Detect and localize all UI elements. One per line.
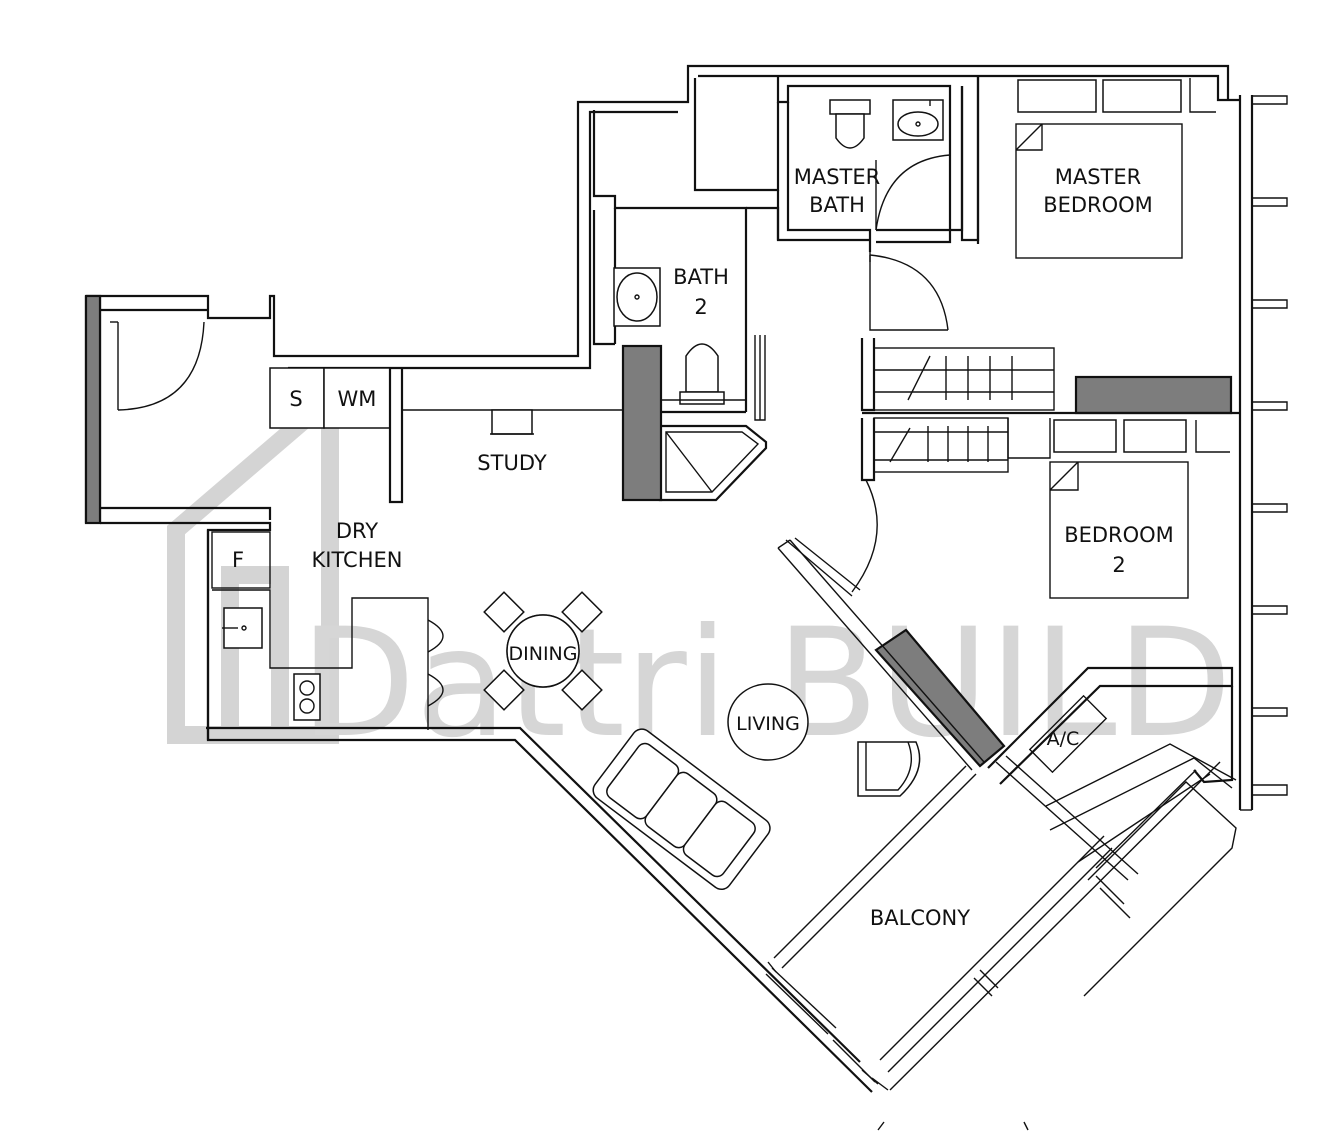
master-bath-label-1: MASTER — [794, 165, 881, 189]
master-bath-label-2: BATH — [809, 193, 865, 217]
partitions — [746, 206, 871, 262]
study-label: STUDY — [477, 451, 547, 475]
ac-unit-icon — [1028, 694, 1108, 774]
ac-label: A/C — [1047, 728, 1080, 750]
sofa-icon — [592, 728, 771, 891]
shelter-label: S — [289, 387, 302, 411]
dining-label: DINING — [509, 643, 578, 665]
sliding-partition — [777, 539, 985, 771]
study: STUDY — [402, 409, 623, 475]
bed-icon — [1049, 461, 1189, 599]
shower-area — [658, 424, 768, 502]
washing-machine-label: WM — [338, 387, 377, 411]
bath-2-label-1: BATH — [673, 265, 729, 289]
dry-kitchen-label-2: KITCHEN — [312, 548, 403, 572]
bottom-mark — [877, 1121, 1029, 1131]
master-bath: MASTER BATH — [693, 76, 964, 252]
structural-column — [874, 628, 1006, 768]
toilet-icon — [829, 99, 871, 115]
fridge-label: F — [232, 548, 244, 572]
balcony-fins — [1252, 95, 1288, 796]
bed-icon — [1015, 123, 1183, 259]
dry-kitchen: F DRY KITCHEN — [206, 519, 444, 740]
entrance-wall — [84, 294, 102, 525]
dry-kitchen-label-1: DRY — [336, 519, 378, 543]
bedroom-2-door — [785, 479, 878, 597]
master-bedroom-door — [860, 254, 949, 412]
watermark: Dattri BUILD — [167, 378, 1232, 771]
bath-2-label-2: 2 — [694, 295, 707, 319]
coffee-table-icon — [727, 683, 809, 761]
living-label: LIVING — [736, 713, 800, 735]
master-bedroom: MASTER BEDROOM — [960, 76, 1216, 259]
bedroom-2-label-2: 2 — [1112, 553, 1125, 577]
bedroom-2-label-1: BEDROOM — [1064, 523, 1174, 547]
master-bedroom-label-1: MASTER — [1055, 165, 1142, 189]
entrance-door — [110, 321, 205, 411]
bedroom-2: BEDROOM 2 — [1049, 419, 1230, 599]
armchair-icon — [857, 741, 921, 797]
balcony-label: BALCONY — [870, 906, 970, 930]
utility-area: S WM — [269, 367, 404, 504]
balcony: A/C BALCONY — [765, 666, 1237, 1091]
bath-2: BATH 2 — [592, 110, 766, 421]
living: LIVING — [592, 683, 921, 891]
structural-column — [621, 344, 663, 502]
master-bedroom-label-2: BEDROOM — [1043, 193, 1153, 217]
structural-column — [1074, 375, 1233, 415]
wardrobes — [860, 347, 1240, 482]
dining: DINING — [483, 591, 603, 711]
chair-icon — [491, 409, 533, 435]
toilet-icon — [685, 343, 719, 393]
